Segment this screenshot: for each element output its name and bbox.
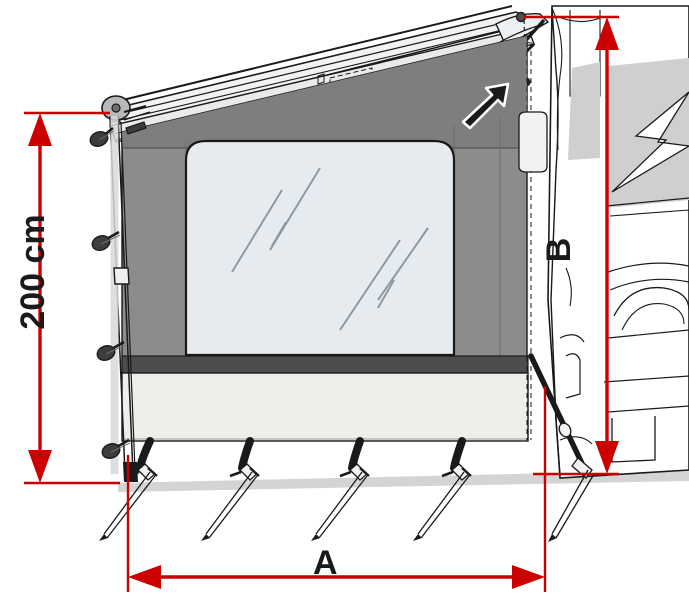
ground-peg: [548, 469, 595, 542]
ground-line: [118, 470, 689, 492]
pole-knob: [96, 340, 126, 362]
attachment-point-arrow: [461, 82, 510, 130]
pole-knob: [89, 127, 115, 148]
tension-strap: [229, 437, 258, 481]
ground-peg: [201, 467, 260, 541]
pole-knob: [101, 438, 131, 460]
tension-strap: [441, 437, 470, 481]
mounting-height-label: B: [540, 237, 578, 263]
projection-label: A: [313, 544, 338, 582]
projection-dimension: [126, 386, 547, 592]
mounting-height-dimension: [524, 15, 619, 476]
support-pole: [89, 95, 151, 482]
panel-height-dimension: [24, 111, 120, 485]
ground-peg: [311, 467, 370, 541]
panel-lower-section: [121, 355, 529, 442]
window-reflections: [231, 167, 429, 331]
panel-height-label: 200 cm: [14, 214, 52, 330]
pole-knob: [91, 230, 121, 252]
clear-view-window: [184, 139, 456, 357]
tension-strap: [339, 437, 368, 481]
ground-peg: [413, 467, 472, 541]
vertical-zipper: [518, 42, 548, 440]
motorhome-body: [547, 5, 689, 479]
